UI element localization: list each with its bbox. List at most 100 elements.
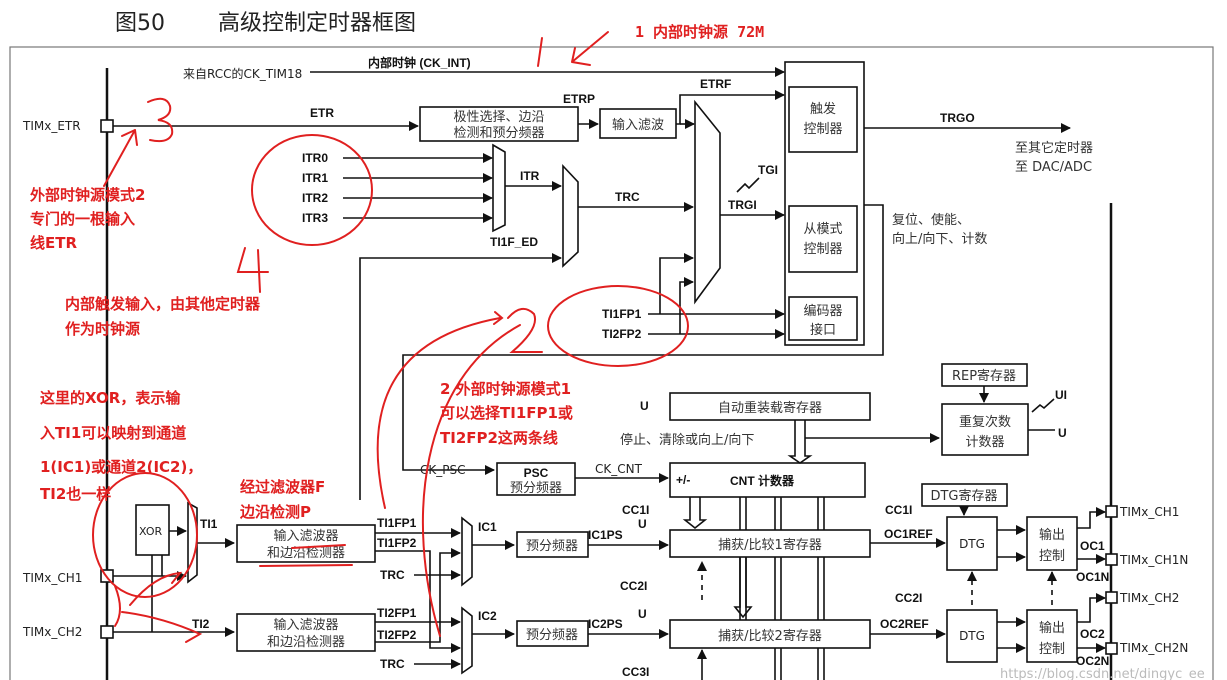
oc1ref-label: OC1REF bbox=[884, 527, 933, 541]
ic2ps-label: IC2PS bbox=[588, 617, 623, 631]
cnt-buses bbox=[682, 497, 825, 680]
output-control-2 bbox=[1026, 609, 1078, 663]
itr0-label: ITR0 bbox=[302, 151, 328, 165]
itr1-label: ITR1 bbox=[302, 171, 328, 185]
cc1i-label: CC1I bbox=[622, 503, 649, 517]
trgo-label: TRGO bbox=[940, 111, 975, 125]
cc3i-label: CC3I bbox=[622, 665, 649, 679]
ic1ps-label: IC1PS bbox=[588, 528, 623, 542]
cnt-label: CNT 计数器 bbox=[730, 473, 795, 488]
internal-clock-label: 内部时钟 (CK_INT) bbox=[368, 55, 471, 70]
repetition-counter bbox=[941, 403, 1029, 456]
capture-compare-1-register bbox=[669, 529, 871, 558]
xor-label: XOR bbox=[139, 525, 162, 538]
pin-ch1-in-label: TIMx_CH1 bbox=[22, 571, 82, 585]
itr-inputs: ITR0 ITR1 ITR2 ITR3 bbox=[302, 151, 493, 225]
ui-label: UI bbox=[1055, 388, 1067, 402]
input-filter-edge-detector-1 bbox=[236, 524, 376, 563]
polarity-label: 检测和预分频器 bbox=[453, 126, 544, 141]
ic1-label: IC1 bbox=[478, 520, 497, 534]
handwritten-3 bbox=[147, 97, 174, 143]
oc1-label: OC1 bbox=[1080, 539, 1105, 553]
ti1fp1-label: TI1FP1 bbox=[602, 307, 642, 321]
oc1n-label: OC1N bbox=[1076, 570, 1109, 584]
rcr-label: 计数器 bbox=[965, 435, 1004, 450]
input-filter-edge-detector-2 bbox=[236, 613, 376, 652]
itr2-label: ITR2 bbox=[302, 191, 328, 205]
annotation-etr: 线ETR bbox=[30, 234, 77, 252]
pin-ch1-out bbox=[1105, 505, 1118, 518]
annotation-etr: 外部时钟源模式2 bbox=[29, 186, 145, 204]
handwritten-2 bbox=[507, 307, 543, 353]
tgi-interrupt-icon bbox=[736, 177, 760, 193]
rcr-label: 重复次数 bbox=[959, 414, 1011, 430]
trc-label: TRC bbox=[615, 190, 640, 204]
pin-ch2-in bbox=[100, 625, 114, 639]
pin-ch2-out-label: TIMx_CH2 bbox=[1119, 591, 1179, 605]
pin-ch2n-out bbox=[1105, 642, 1118, 655]
annotation-xor: TI2也一样 bbox=[40, 485, 111, 503]
dtg2-label: DTG bbox=[959, 629, 985, 643]
oc2-label: OC2 bbox=[1080, 627, 1105, 641]
pin-ch1n-out bbox=[1105, 553, 1118, 566]
curve-ti2fp2 bbox=[421, 324, 521, 637]
trc-mux bbox=[562, 163, 579, 268]
pin-etr-label: TIMx_ETR bbox=[22, 119, 81, 133]
figure-number: 图50 bbox=[115, 11, 165, 36]
ti1-mux bbox=[187, 501, 198, 584]
annotation-ext-mode1: 可以选择TI1FP1或 bbox=[440, 404, 573, 422]
prescaler-label: 预分频器 bbox=[526, 539, 578, 554]
slave-controller-label: 控制器 bbox=[803, 242, 842, 257]
xor-gate bbox=[135, 504, 170, 556]
annotation-itr: 内部触发输入，由其他定时器 bbox=[65, 295, 261, 313]
clock-source-label: 来自RCC的CK_TIM18 bbox=[183, 66, 302, 81]
u-label: U bbox=[1058, 426, 1067, 440]
filter-underline bbox=[259, 544, 353, 567]
auto-reload-register bbox=[669, 392, 871, 421]
annotation-xor: 入TI1可以映射到通道 bbox=[40, 424, 186, 442]
itr-circle bbox=[251, 134, 373, 246]
ui-interrupt-icon bbox=[1031, 398, 1055, 413]
ti1-label: TI1 bbox=[200, 517, 218, 531]
input-filter-label: 输入滤波 bbox=[612, 117, 664, 133]
oc2ref-label: OC2REF bbox=[880, 617, 929, 631]
reset-enable-label: 复位、使能、 bbox=[892, 212, 970, 228]
filter-label: 和边沿检测器 bbox=[267, 546, 345, 561]
slave-mode-controller bbox=[788, 205, 858, 273]
psc-block bbox=[496, 462, 576, 496]
arr-to-cnt-arrow bbox=[787, 420, 813, 464]
pin-ch1n-out-label: TIMx_CH1N bbox=[1119, 553, 1188, 567]
trigger-controller bbox=[788, 86, 858, 153]
u-label: U bbox=[640, 399, 649, 413]
etr-label: ETR bbox=[310, 106, 334, 120]
arrow-3-icon bbox=[103, 129, 138, 187]
ti1f-ed-label: TI1F_ED bbox=[490, 235, 538, 249]
ti2-label: TI2 bbox=[192, 617, 210, 631]
polarity-select-block bbox=[419, 106, 579, 142]
psc-label: PSC bbox=[524, 466, 549, 480]
output-control-label: 控制 bbox=[1039, 642, 1065, 657]
ti1fp1-ch-label: TI1FP1 bbox=[377, 516, 417, 530]
output-control-label: 输出 bbox=[1039, 527, 1065, 543]
arrow-1-icon bbox=[537, 31, 609, 67]
ck-psc-label: CK_PSC bbox=[420, 463, 465, 477]
up-down-count-label: 向上/向下、计数 bbox=[892, 231, 987, 247]
trgi-label: TRGI bbox=[728, 198, 757, 212]
encoder-label: 编码器 bbox=[803, 304, 842, 319]
ti-fp-circle bbox=[547, 285, 689, 367]
trc-label: TRC bbox=[380, 657, 405, 671]
cc1i-out-label: CC1I bbox=[885, 503, 912, 517]
dtg-2 bbox=[946, 609, 998, 663]
dtg-1 bbox=[946, 516, 998, 571]
annotation-itr: 作为时钟源 bbox=[65, 320, 140, 338]
annotation-xor: 1(IC1)或通道2(IC2)， bbox=[40, 458, 202, 476]
oc2n-label: OC2N bbox=[1076, 654, 1109, 668]
output-control-1 bbox=[1026, 516, 1078, 571]
dtg1-label: DTG bbox=[959, 537, 985, 551]
cnt-sign: +/- bbox=[676, 473, 690, 487]
tgi-label: TGI bbox=[758, 163, 778, 177]
filter-label: 输入滤波器 bbox=[273, 617, 338, 633]
figure-title: 高级控制定时器框图 bbox=[218, 11, 416, 36]
dtg-register-label: DTG寄存器 bbox=[930, 488, 997, 504]
